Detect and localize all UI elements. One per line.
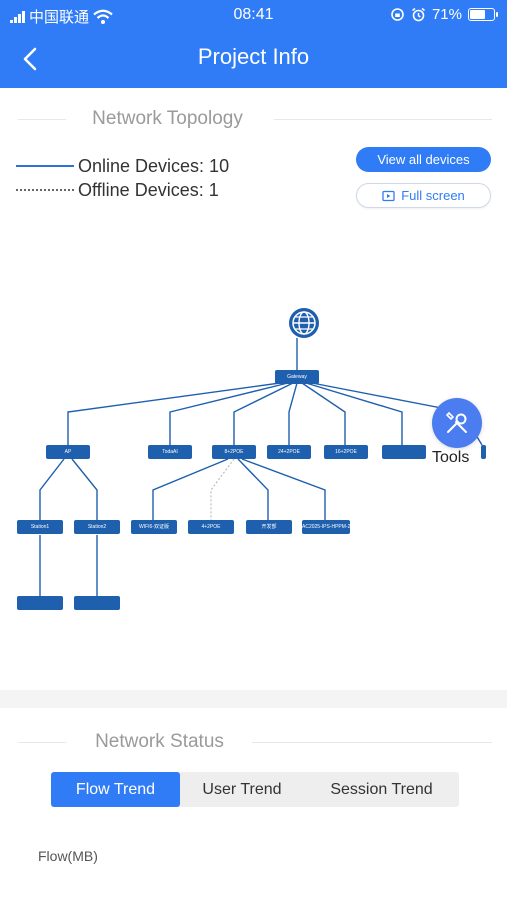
tab-session-trend[interactable]: Session Trend	[330, 781, 433, 798]
node-gateway[interactable]: Gateway	[275, 370, 319, 384]
legend-offline-label: Offline Devices: 1	[78, 179, 219, 200]
flow-axis-label: Flow(MB)	[38, 848, 98, 864]
node-blank-2[interactable]	[481, 445, 486, 459]
status-left: 中国联通	[10, 6, 113, 27]
view-all-devices-button[interactable]: View all devices	[356, 147, 491, 172]
node-leaf-2[interactable]	[74, 596, 120, 610]
page-title: Project Info	[197, 44, 310, 69]
node-wifi[interactable]: WIFI6-双证版	[131, 520, 177, 534]
tab-flow-trend[interactable]: Flow Trend	[51, 772, 180, 807]
signal-icon	[10, 10, 25, 23]
full-screen-button[interactable]: Full screen	[356, 183, 491, 208]
status-divider-right	[252, 742, 492, 743]
node-station1[interactable]: Station1	[17, 520, 63, 534]
tools-icon	[445, 411, 467, 433]
lock-rotation-icon	[391, 8, 404, 21]
legend-online-label: Online Devices: 10	[78, 155, 230, 176]
topology-legend: Online Devices: 10 Offline Devices: 1	[16, 154, 229, 202]
node-floor[interactable]: 开发部	[246, 520, 292, 534]
offline-line-swatch	[16, 189, 74, 191]
carrier-name: 中国联通	[29, 9, 90, 26]
app-header: 中国联通 08:41 71% Project Info	[0, 0, 507, 88]
node-todoai[interactable]: TodaAI	[148, 445, 192, 459]
battery-percent: 71%	[431, 6, 462, 23]
divider-left	[18, 119, 66, 120]
status-section-title: Network Status	[95, 731, 224, 752]
trend-tabs: Flow Trend User Trend Session Trend	[51, 772, 459, 807]
node-ips[interactable]: AC2025-IPS-HPPM-2G	[302, 520, 350, 534]
topology-section-title: Network Topology	[92, 108, 243, 129]
tools-label: Tools	[432, 449, 470, 466]
internet-globe-icon	[289, 308, 319, 338]
node-poe8[interactable]: 8+2POE	[212, 445, 256, 459]
legend-online: Online Devices: 10	[16, 154, 229, 178]
status-right: 71%	[390, 6, 498, 23]
online-line-swatch	[16, 165, 74, 167]
battery-icon	[468, 8, 498, 21]
status-time: 08:41	[233, 6, 274, 23]
tab-user-trend[interactable]: User Trend	[202, 781, 282, 798]
status-divider-left	[18, 742, 66, 743]
node-poe16[interactable]: 16+2POE	[324, 445, 368, 459]
node-poe4[interactable]: 4+2POE	[188, 520, 234, 534]
tools-button[interactable]	[432, 398, 482, 448]
divider-right	[274, 119, 492, 120]
topology-links	[39, 308, 483, 596]
node-leaf-1[interactable]	[17, 596, 63, 610]
wifi-icon	[93, 9, 113, 24]
node-station2[interactable]: Station2	[74, 520, 120, 534]
full-screen-label: Full screen	[401, 188, 465, 203]
nav-bar: Project Info	[0, 30, 507, 88]
fullscreen-icon	[382, 190, 395, 201]
node-blank-1[interactable]	[382, 445, 426, 459]
node-poe24[interactable]: 24+2POE	[267, 445, 311, 459]
battery-fill	[470, 10, 485, 19]
node-ap[interactable]: AP	[46, 445, 90, 459]
section-separator	[0, 690, 507, 708]
chevron-left-icon[interactable]	[18, 46, 44, 72]
legend-offline: Offline Devices: 1	[16, 178, 229, 202]
alarm-icon	[411, 7, 425, 22]
status-bar: 中国联通 08:41 71%	[0, 0, 507, 30]
